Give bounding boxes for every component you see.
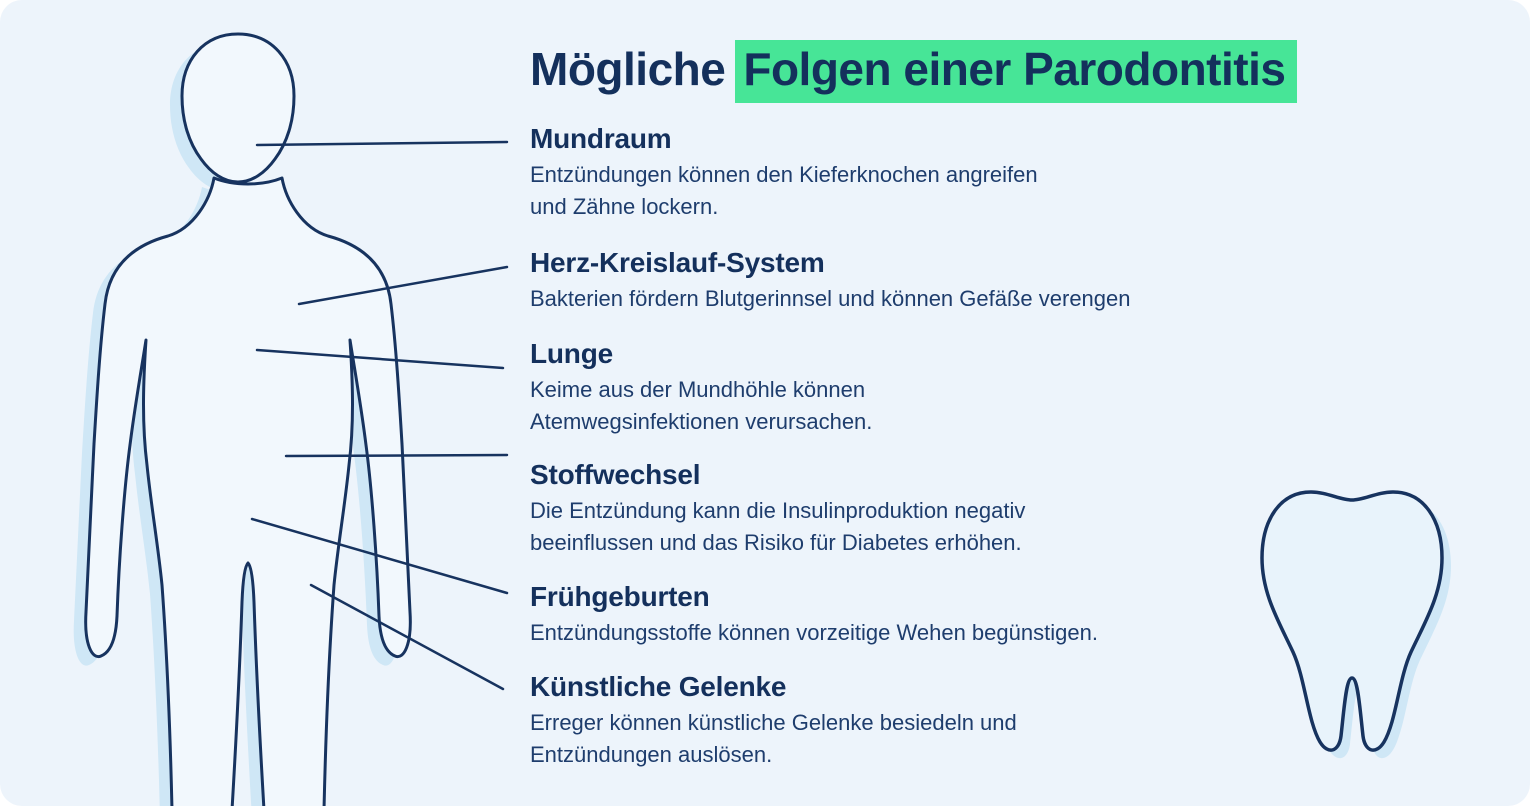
section-fruehgeburten: Frühgeburten Entzündungsstoffe können vo… (530, 580, 1098, 649)
section-desc-line: Bakterien fördern Blutgerinnsel und könn… (530, 286, 1131, 311)
section-desc-line: beeinflussen und das Risiko für Diabetes… (530, 530, 1022, 555)
section-title: Mundraum (530, 123, 672, 154)
section-stoffwechsel: Stoffwechsel Die Entzündung kann die Ins… (530, 458, 1025, 559)
section-desc-line: Atemwegsinfektionen verursachen. (530, 409, 873, 434)
section-title: Frühgeburten (530, 581, 710, 612)
section-kuenstliche-gelenke: Künstliche Gelenke Erreger können künstl… (530, 670, 1017, 771)
section-title: Herz-Kreislauf-System (530, 247, 825, 278)
section-description: Keime aus der Mundhöhle können Atemwegsi… (530, 374, 872, 438)
section-desc-line: Erreger können künstliche Gelenke besied… (530, 710, 1017, 735)
section-description: Bakterien fördern Blutgerinnsel und könn… (530, 283, 1131, 315)
tooth-outline (1260, 490, 1444, 752)
tooth-illustration (1260, 490, 1451, 759)
section-lunge: Lunge Keime aus der Mundhöhle können Ate… (530, 337, 872, 438)
section-mundraum: Mundraum Entzündungen können den Kieferk… (530, 122, 1038, 223)
section-description: Entzündungsstoffe können vorzeitige Wehe… (530, 617, 1098, 649)
human-body-illustration (73, 32, 412, 806)
section-description: Erreger können künstliche Gelenke besied… (530, 707, 1017, 771)
section-title: Lunge (530, 338, 613, 369)
title-highlight: Folgen einer Parodontitis (735, 40, 1298, 103)
section-description: Entzündungen können den Kieferknochen an… (530, 159, 1038, 223)
section-desc-line: Keime aus der Mundhöhle können (530, 377, 866, 402)
section-title: Stoffwechsel (530, 459, 701, 490)
section-desc-line: Entzündungen können den Kieferknochen an… (530, 162, 1038, 187)
section-desc-line: Entzündungsstoffe können vorzeitige Wehe… (530, 620, 1098, 645)
section-herz-kreislauf: Herz-Kreislauf-System Bakterien fördern … (530, 246, 1131, 315)
section-description: Die Entzündung kann die Insulinproduktio… (530, 495, 1025, 559)
section-desc-line: und Zähne lockern. (530, 194, 719, 219)
section-title: Künstliche Gelenke (530, 671, 787, 702)
section-desc-line: Entzündungen auslösen. (530, 742, 773, 767)
title-prefix: Mögliche (530, 43, 726, 95)
section-desc-line: Die Entzündung kann die Insulinproduktio… (530, 498, 1026, 523)
